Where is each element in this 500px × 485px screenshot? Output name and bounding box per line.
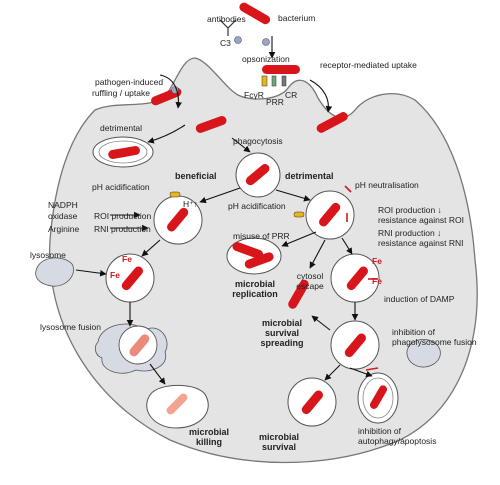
cr-receptor bbox=[281, 75, 287, 87]
arrows bbox=[75, 36, 373, 385]
fcgr-receptor bbox=[261, 75, 268, 87]
label-inhibition-phago-1: inhibition of bbox=[392, 327, 436, 337]
label-ph-neutralisation: pH neutralisation bbox=[355, 180, 419, 190]
label-fe-left-1: Fe bbox=[122, 254, 132, 264]
bacterium-detrimental-left bbox=[108, 145, 140, 159]
label-rni-down: RNI production ↓ bbox=[378, 228, 442, 238]
label-resistance-rni: resistance against RNI bbox=[378, 238, 464, 248]
label-lysosome: lysosome bbox=[30, 250, 66, 260]
bacterium-phagocytosis-entry bbox=[195, 116, 227, 133]
label-inhibition-auto-2: autophagy/apoptosis bbox=[358, 436, 437, 446]
label-cytosol-1: cytosol bbox=[296, 271, 324, 281]
label-beneficial: beneficial bbox=[175, 171, 217, 181]
label-ph-acidification-left: pH acidification bbox=[92, 182, 150, 192]
label-microbial-replication-2: replication bbox=[232, 289, 278, 299]
bacterium-cytosol bbox=[288, 279, 309, 309]
label-antibodies: antibodies bbox=[207, 14, 246, 24]
bacterium-external-top bbox=[239, 2, 271, 25]
label-lysosome-fusion: lysosome fusion bbox=[40, 322, 101, 332]
label-cr: CR bbox=[285, 90, 298, 100]
label-arginine: Arginine bbox=[48, 224, 80, 234]
proton-pump-left bbox=[169, 191, 181, 198]
c3-dot-bacterium bbox=[262, 38, 270, 46]
label-microbial-killing-1: microbial bbox=[188, 427, 229, 437]
label-detrimental-main: detrimental bbox=[285, 171, 334, 181]
label-microbial-survival-2: survival bbox=[261, 442, 297, 452]
label-pathogen-induced-1: pathogen-induced bbox=[95, 77, 164, 87]
label-induction-damp: induction of DAMP bbox=[384, 294, 455, 304]
label-pathogen-induced-2: ruffling / uptake bbox=[92, 88, 150, 98]
label-receptor-mediated-uptake: receptor-mediated uptake bbox=[320, 60, 417, 70]
label-survival-spreading-3: spreading bbox=[260, 338, 304, 348]
bacterium-opsonized bbox=[262, 65, 300, 74]
label-bacterium: bacterium bbox=[278, 13, 316, 23]
lysosome-left bbox=[35, 257, 74, 287]
label-inhibition-auto-1: inhibition of bbox=[358, 426, 402, 436]
label-resistance-roi: resistance against ROI bbox=[378, 215, 464, 225]
label-microbial-survival-1: microbial bbox=[258, 432, 299, 442]
label-roi-down: ROI production ↓ bbox=[378, 205, 442, 215]
lysosome-right bbox=[406, 339, 441, 368]
label-fe-left-2: Fe bbox=[110, 270, 120, 280]
label-roi-production: ROI production bbox=[94, 211, 152, 221]
label-fe-right-1: Fe bbox=[372, 256, 382, 266]
label-detrimental-left: detrimental bbox=[100, 123, 143, 133]
proton-pump-right bbox=[293, 211, 305, 218]
label-c3: C3 bbox=[220, 38, 231, 48]
label-microbial-replication-1: microbial bbox=[234, 279, 275, 289]
label-misuse-prr: misuse of PRR bbox=[233, 231, 290, 241]
label-cytosol-2: escape bbox=[296, 281, 324, 291]
inhibition-marks bbox=[344, 185, 379, 371]
label-microbial-killing-2: killing bbox=[195, 437, 222, 447]
label-fe-right-2: Fe bbox=[372, 276, 382, 286]
label-prr-top: PRR bbox=[266, 97, 284, 107]
label-nadph-2: oxidase bbox=[48, 211, 78, 221]
bacterium-receptor-uptake bbox=[316, 112, 348, 133]
label-nadph-1: NADPH bbox=[48, 200, 78, 210]
label-opsonization: opsonization bbox=[242, 54, 290, 64]
label-h-plus: H⁺↑ bbox=[183, 199, 198, 209]
prr-receptor bbox=[271, 75, 277, 87]
label-survival-spreading-1: microbial bbox=[261, 318, 302, 328]
label-ph-acidification-right: pH acidification bbox=[228, 201, 286, 211]
label-rni-production: RNI production bbox=[94, 224, 151, 234]
c3-dot bbox=[234, 36, 242, 44]
label-fcgr: FcγR bbox=[244, 90, 264, 100]
antibody-symbol bbox=[219, 19, 237, 36]
label-inhibition-phago-2: phagolysosome fusion bbox=[392, 337, 477, 347]
label-survival-spreading-2: survival bbox=[264, 328, 300, 338]
label-phagocytosis: phagocytosis bbox=[233, 136, 283, 146]
